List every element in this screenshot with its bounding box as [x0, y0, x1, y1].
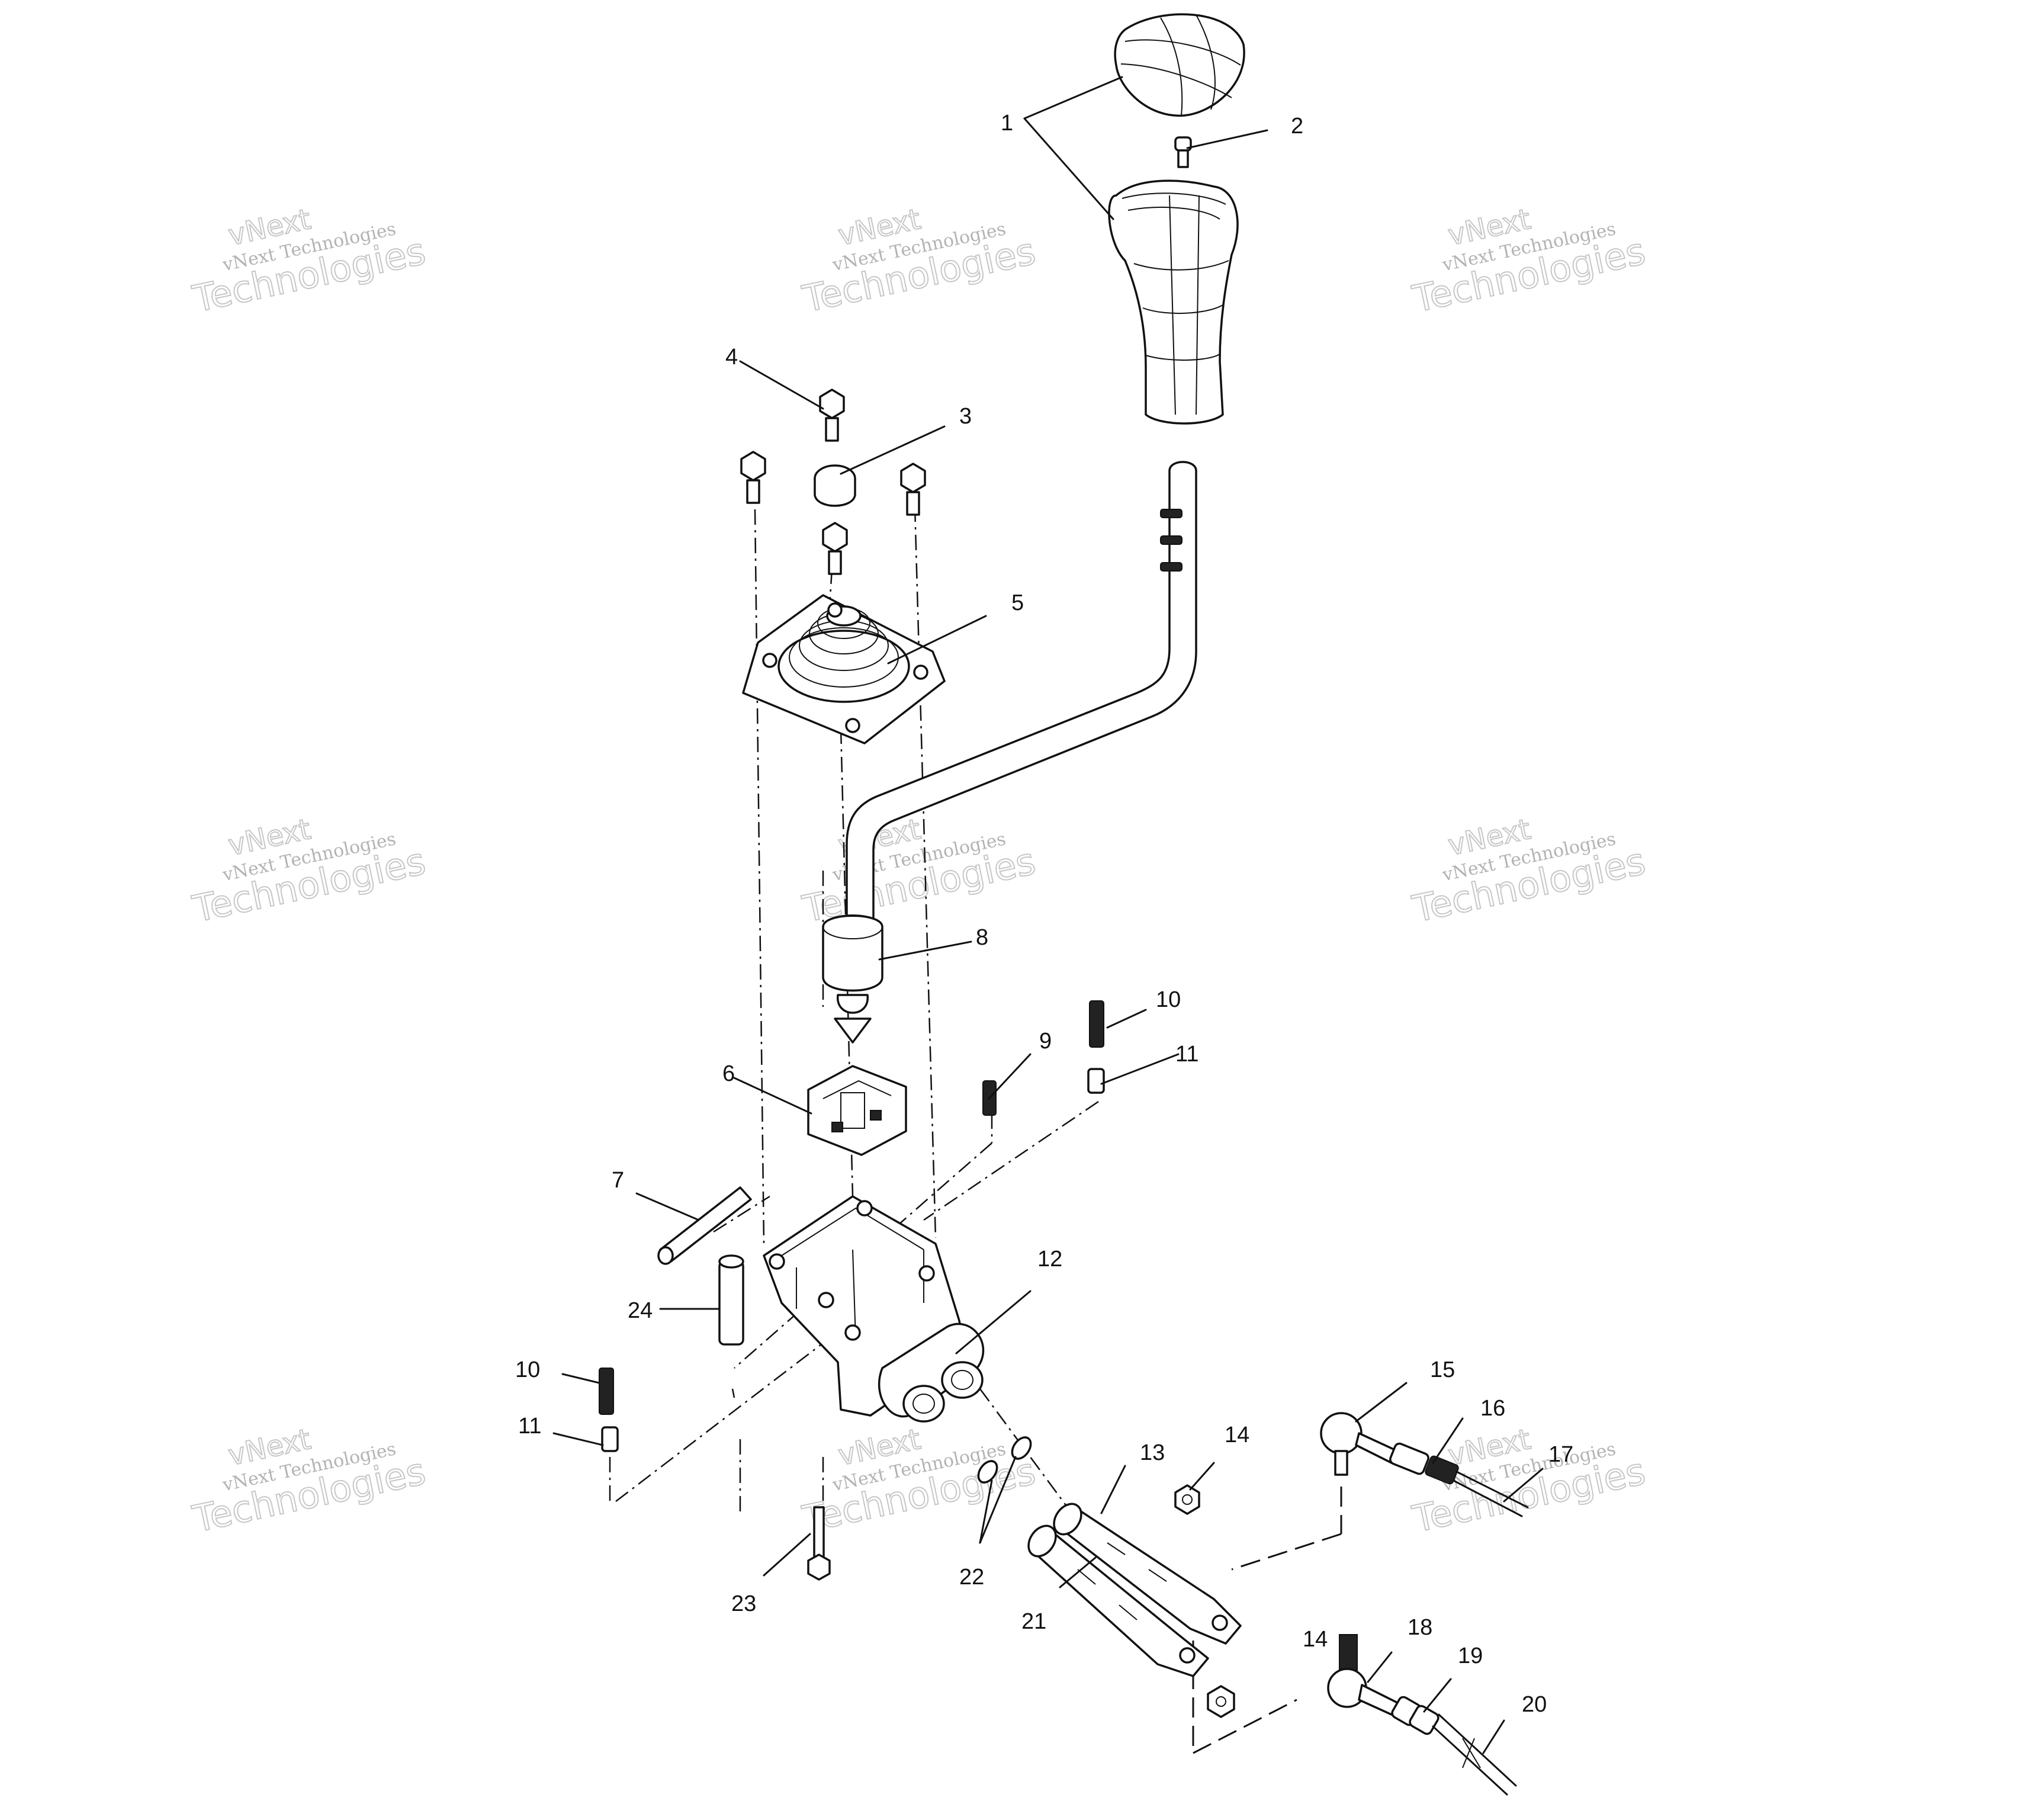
shift-ball-sleeve [822, 914, 883, 1044]
detent-pin-upper [1087, 1068, 1105, 1094]
callout-21: 21 [1021, 1609, 1046, 1634]
watermark: vNext vNext Technologies Technologies [1408, 812, 1650, 932]
shifter-housing [763, 1195, 985, 1423]
callout-14-upper: 14 [1225, 1423, 1249, 1447]
callout-12: 12 [1037, 1247, 1062, 1272]
detent-spring-lower [599, 1368, 614, 1415]
bushing-washer [814, 464, 856, 507]
callout-10-upper: 10 [1156, 987, 1181, 1012]
shift-lever-rod [846, 461, 1197, 931]
cable-end-lower [1327, 1634, 1399, 1716]
assembly-lines [609, 474, 1342, 1754]
callout-3: 3 [959, 404, 972, 429]
callout-19: 19 [1458, 1644, 1483, 1668]
shift-shaft-upper [1053, 1503, 1242, 1645]
cable-lower [1432, 1713, 1517, 1796]
pivot-pin [657, 1186, 752, 1265]
knob-screw [1174, 136, 1192, 168]
callout-5: 5 [1011, 590, 1024, 615]
leader-lines [552, 76, 1544, 1754]
dowel-pin [718, 1254, 744, 1346]
cable-sleeve-lower [1391, 1696, 1439, 1735]
callout-11-upper: 11 [1175, 1042, 1198, 1067]
shift-gate [807, 1065, 907, 1156]
callout-24: 24 [628, 1298, 653, 1323]
lock-nut-lower [1207, 1685, 1235, 1718]
detent-spring-upper [1089, 1000, 1104, 1048]
callout-23: 23 [731, 1591, 756, 1616]
shift-knob-body [1108, 179, 1239, 425]
callout-2: 2 [1291, 114, 1303, 139]
shift-boot-plate [742, 594, 946, 744]
callout-10-lower: 10 [515, 1357, 540, 1382]
callout-14-lower: 14 [1303, 1627, 1328, 1652]
watermark: vNext vNext Technologies Technologies [1408, 202, 1650, 322]
watermark: vNext vNext Technologies Technologies [188, 1422, 430, 1542]
callout-4: 4 [725, 345, 738, 370]
housing-bolt [807, 1506, 831, 1581]
detent-pin-lower [601, 1426, 619, 1452]
bolt-right [900, 463, 926, 516]
callout-8: 8 [976, 925, 988, 950]
callout-17: 17 [1548, 1442, 1573, 1467]
bolt-top [819, 389, 845, 442]
watermark: vNext vNext Technologies Technologies [188, 812, 430, 932]
callout-20: 20 [1522, 1692, 1547, 1717]
callout-11-lower: 11 [518, 1414, 541, 1439]
watermark: vNext vNext Technologies Technologies [188, 202, 430, 322]
callout-7: 7 [612, 1168, 624, 1193]
watermark: vNext vNext Technologies Technologies [798, 1422, 1040, 1542]
callout-1: 1 [1001, 111, 1013, 136]
lock-nut-upper [1174, 1484, 1200, 1515]
callout-6: 6 [722, 1061, 735, 1086]
shift-knob-cap [1114, 13, 1245, 117]
callout-9: 9 [1039, 1029, 1052, 1054]
callout-15: 15 [1430, 1357, 1455, 1382]
o-ring-a [977, 1460, 998, 1484]
callout-16: 16 [1480, 1396, 1505, 1421]
callouts: 1 2 3 4 5 6 7 8 9 10 10 11 11 12 13 14 1… [515, 111, 1573, 1717]
callout-22: 22 [959, 1565, 984, 1590]
callout-13: 13 [1140, 1440, 1165, 1465]
bolt-center [822, 522, 848, 575]
watermark: vNext vNext Technologies Technologies [798, 202, 1040, 322]
shift-shaft-lower [1027, 1524, 1209, 1677]
cable-end-upper [1320, 1412, 1399, 1476]
cable-upper [1453, 1471, 1529, 1517]
callout-18: 18 [1408, 1615, 1432, 1640]
bolt-left [740, 451, 766, 504]
